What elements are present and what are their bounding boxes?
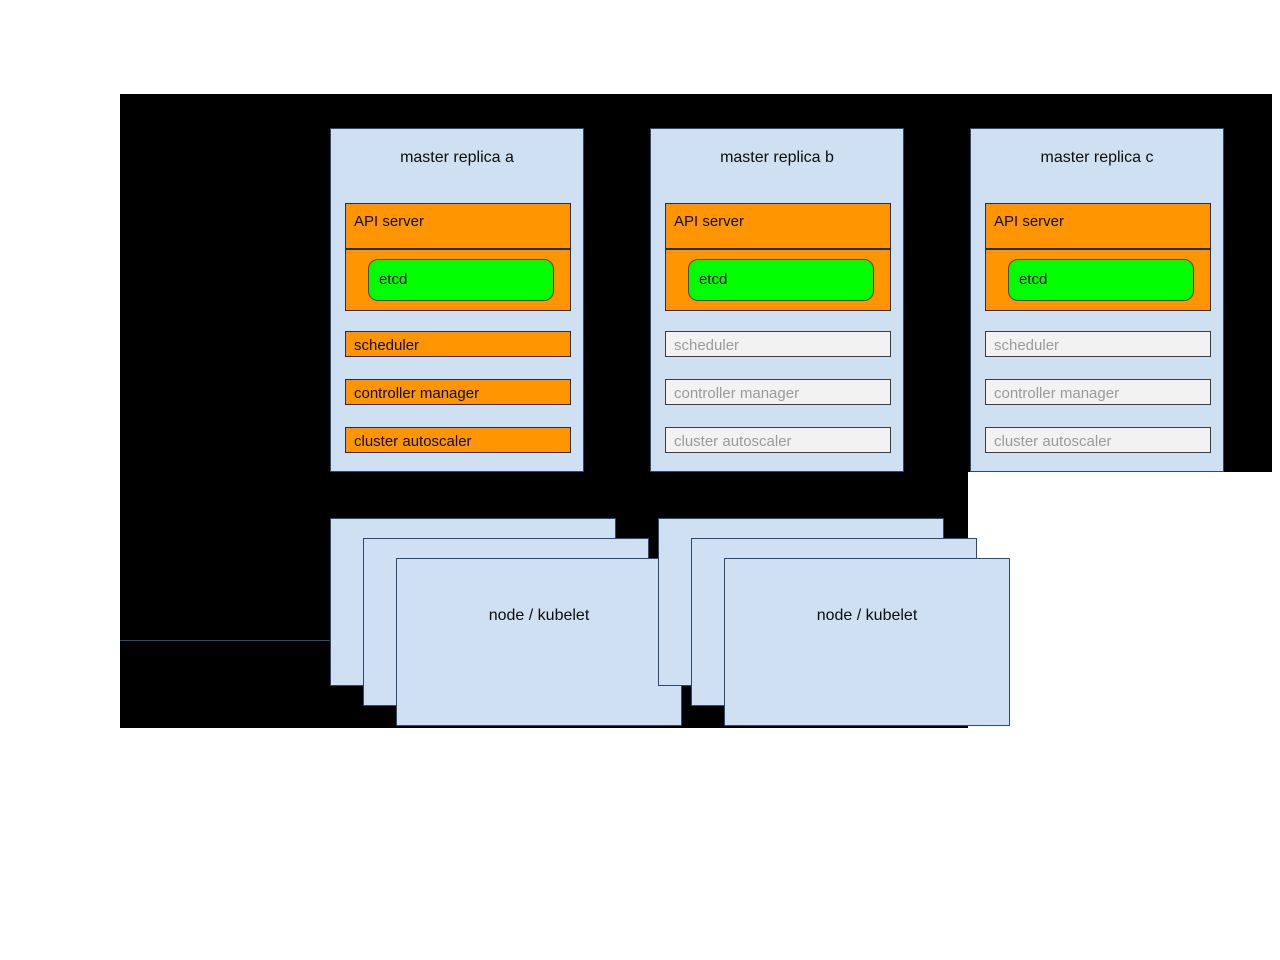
cluster-autoscaler-box-a[interactable]: cluster autoscaler	[345, 427, 571, 453]
api-server-box-c[interactable]: API server	[985, 203, 1211, 249]
master-replica-b[interactable]: master replica b API server etcd schedul…	[650, 128, 904, 472]
controller-manager-box-a[interactable]: controller manager	[345, 379, 571, 405]
scheduler-box-c[interactable]: scheduler	[985, 331, 1211, 357]
etcd-box-c[interactable]: etcd	[1008, 259, 1194, 301]
master-replica-b-title: master replica b	[720, 149, 834, 166]
node-kubelet-label-1: node / kubelet	[488, 607, 590, 624]
master-replica-c-title: master replica c	[1040, 149, 1154, 166]
master-replica-a[interactable]: master replica a API server etcd schedul…	[330, 128, 584, 472]
node-card-front[interactable]: node / kubelet	[724, 558, 1010, 726]
controller-manager-box-b[interactable]: controller manager	[665, 379, 891, 405]
master-replica-c[interactable]: master replica c API server etcd schedul…	[970, 128, 1224, 472]
api-server-box-b[interactable]: API server	[665, 203, 891, 249]
node-card-front[interactable]: node / kubelet	[396, 558, 682, 726]
gap-mask-b-c	[904, 128, 970, 472]
etcd-host-box-a: etcd	[345, 249, 571, 311]
controller-manager-box-c[interactable]: controller manager	[985, 379, 1211, 405]
scheduler-box-b[interactable]: scheduler	[665, 331, 891, 357]
gap-mask-right	[1224, 128, 1272, 472]
etcd-box-a[interactable]: etcd	[368, 259, 554, 301]
master-replica-a-title: master replica a	[400, 149, 514, 166]
cluster-autoscaler-box-c[interactable]: cluster autoscaler	[985, 427, 1211, 453]
scheduler-box-a[interactable]: scheduler	[345, 331, 571, 357]
node-kubelet-label-2: node / kubelet	[816, 607, 918, 624]
gap-mask-left	[120, 128, 330, 472]
api-server-box-a[interactable]: API server	[345, 203, 571, 249]
etcd-box-b[interactable]: etcd	[688, 259, 874, 301]
gap-mask-a-b	[584, 128, 650, 472]
cluster-autoscaler-box-b[interactable]: cluster autoscaler	[665, 427, 891, 453]
etcd-host-box-b: etcd	[665, 249, 891, 311]
etcd-host-box-c: etcd	[985, 249, 1211, 311]
